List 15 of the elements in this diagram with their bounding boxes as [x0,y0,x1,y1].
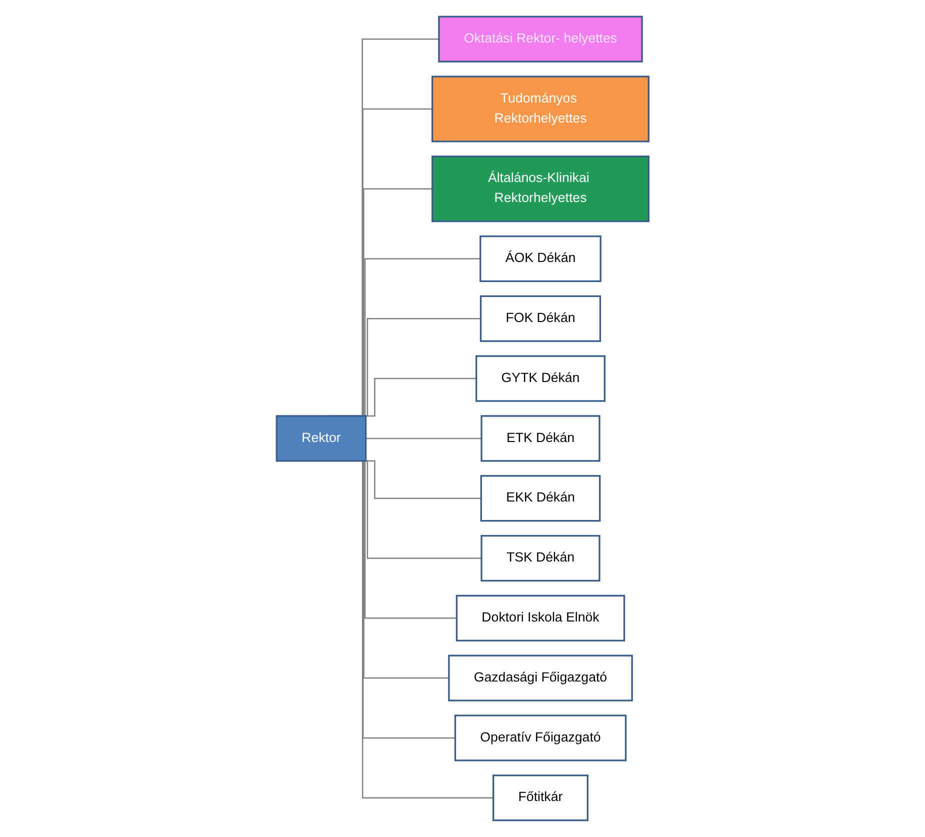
node-box: Általános-Klinikai Rektorhelyettes [431,156,650,222]
node-box: Főtitkár [492,774,588,822]
node-box: Oktatási Rektor- helyettes [438,16,643,62]
node-box: FOK Dékán [480,295,601,342]
node-box: Doktori Iskola Elnök [456,594,625,642]
node-box: Operatív Főigazgató [454,714,626,762]
node-box: Rektor [276,415,366,462]
connector [366,438,482,440]
node-box: GYTK Dékán [475,355,606,402]
node-box: ÁOK Dékán [479,235,602,282]
node-box: TSK Dékán [480,534,600,582]
node-box: Tudományos Rektorhelyettes [431,76,650,142]
node-box: EKK Dékán [480,475,601,522]
node-box: ETK Dékán [480,415,600,462]
node-box: Gazdasági Főigazgató [448,654,633,702]
